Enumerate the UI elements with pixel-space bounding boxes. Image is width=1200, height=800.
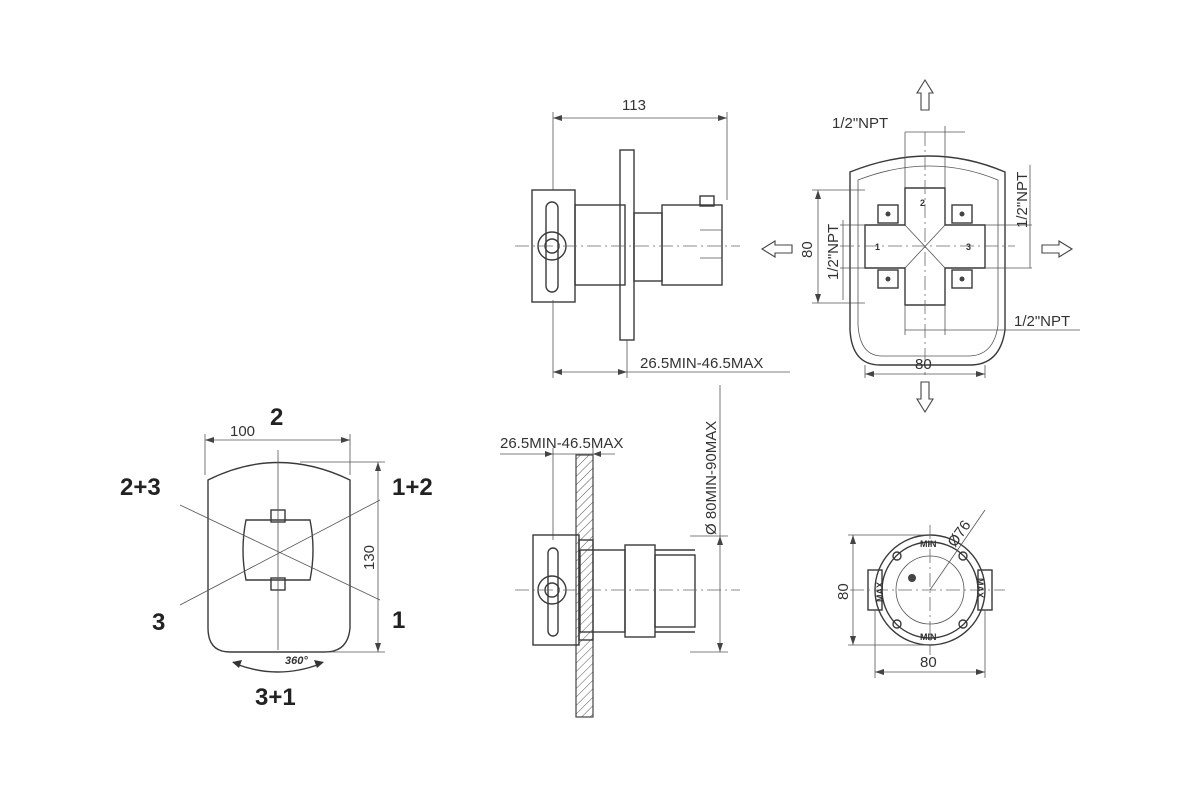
port-label-1: 1	[875, 242, 880, 252]
dim-depth-side: 26.5MIN-46.5MAX	[500, 435, 623, 452]
side-view-top: 113 26.5MIN-46.5MAX	[515, 97, 790, 378]
port-label-2: 2	[920, 198, 925, 208]
dim-113: 113	[622, 97, 646, 114]
dim-130: 130	[361, 545, 378, 570]
dim-80-horizontal: 80	[915, 356, 932, 373]
npt-bottom: 1/2"NPT	[1014, 313, 1070, 330]
dial-min-bottom: MIN	[920, 632, 937, 642]
dial-max-left: MAX	[875, 582, 885, 602]
dim-100: 100	[230, 423, 255, 440]
flow-arrow-down	[916, 381, 934, 414]
handle-plate-view: 100 130 2 2+3 1+2 3 1 3+1 360°	[120, 404, 433, 711]
position-3: 3	[152, 609, 165, 636]
dim-80-dial-vertical: 80	[835, 583, 852, 600]
npt-top: 1/2"NPT	[832, 115, 888, 132]
dial-min-top: MIN	[920, 539, 937, 549]
npt-left: 1/2"NPT	[825, 224, 842, 280]
dial-view: MIN MIN MAX MAX Ø76 80 80	[835, 509, 1005, 678]
position-1: 1	[392, 607, 405, 634]
npt-right: 1/2"NPT	[1014, 172, 1031, 228]
wall-section-view: 26.5MIN-46.5MAX Ø 80MIN-90MAX	[500, 385, 740, 718]
rotation-label: 360°	[285, 655, 308, 667]
dim-diameter-range: Ø 80MIN-90MAX	[703, 421, 720, 535]
dial-max-right: MAX	[975, 578, 985, 598]
dim-80-vertical: 80	[799, 241, 816, 258]
flow-arrow-up	[916, 78, 934, 111]
position-1-2: 1+2	[392, 474, 433, 501]
flow-arrow-right	[1041, 240, 1074, 258]
dim-depth-top: 26.5MIN-46.5MAX	[640, 355, 763, 372]
dim-80-dial-horizontal: 80	[920, 654, 937, 671]
position-2-3: 2+3	[120, 474, 161, 501]
flow-arrow-left	[760, 240, 793, 258]
port-label-3: 3	[966, 242, 971, 252]
position-3-1: 3+1	[255, 684, 296, 711]
front-view-top-right: 2 1 3 1/2"NPT 1/2"NPT 1/2"NPT 1/2"NPT 80	[760, 78, 1080, 414]
position-2: 2	[270, 404, 283, 431]
